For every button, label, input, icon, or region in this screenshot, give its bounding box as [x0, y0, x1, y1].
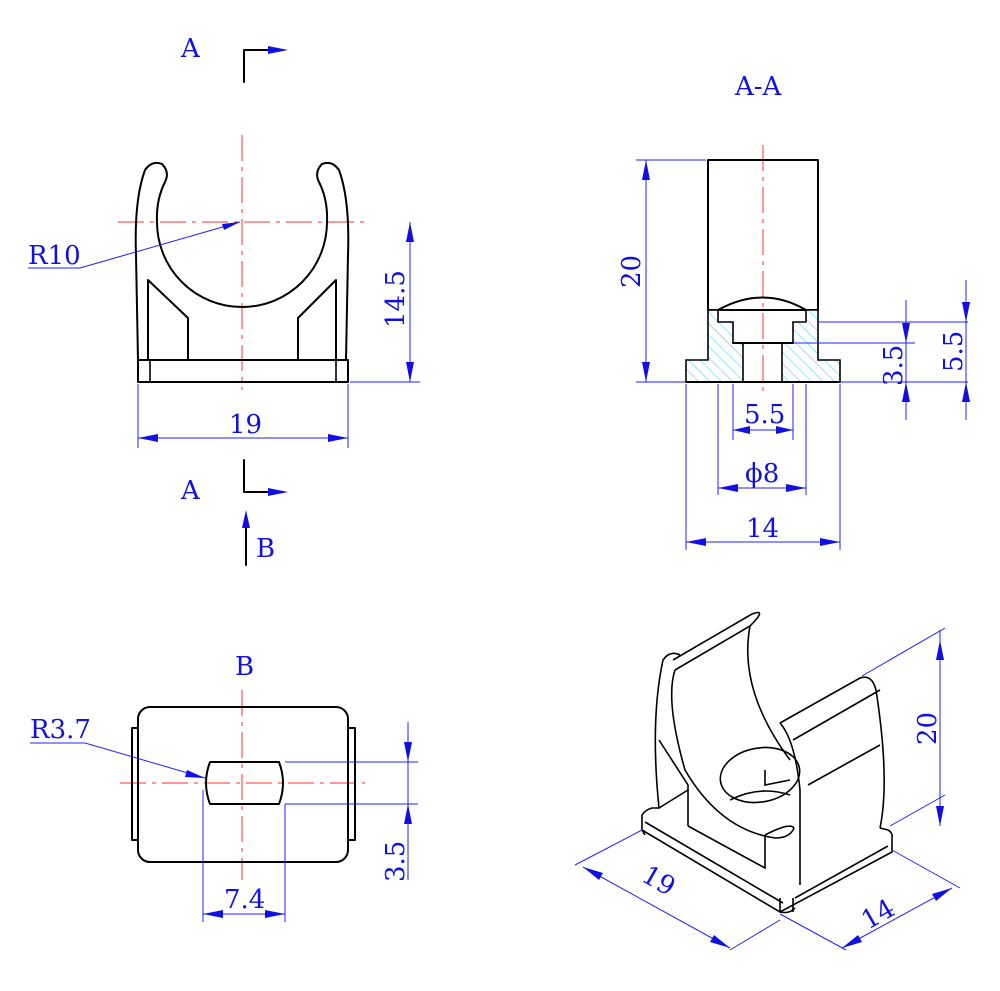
section-title: A-A — [734, 72, 783, 102]
hole-label: 5.5 — [744, 400, 785, 430]
bottom-view-title: B — [235, 652, 254, 682]
width-label: 19 — [229, 410, 262, 440]
front-outline — [134, 161, 350, 383]
section-label-top: A — [180, 34, 201, 64]
section-mark-top — [243, 49, 271, 83]
step-label: 3.5 — [879, 345, 909, 386]
slot — [205, 761, 284, 805]
section-view: A-A 20 3.5 5.5 5.5 — [617, 72, 970, 550]
total-step-label: 5.5 — [939, 331, 969, 372]
slot-length-label: 7.4 — [224, 885, 265, 915]
height-label: 14.5 — [381, 270, 411, 328]
radius-leader — [28, 221, 241, 269]
iso-height-label: 20 — [913, 712, 943, 745]
diameter-label: ϕ8 — [745, 459, 779, 489]
front-view: A A B R10 14.5 19 — [28, 34, 420, 566]
section-height-label: 20 — [617, 255, 647, 288]
section-label-bottom: A — [180, 476, 201, 506]
iso-width-dimension-line — [582, 866, 731, 949]
iso-depth-dimension-line — [841, 887, 953, 949]
radius-label: R10 — [28, 241, 81, 271]
slot-width-label: 3.5 — [381, 841, 411, 882]
base-width-label: 14 — [746, 514, 779, 544]
iso-depth-label: 14 — [857, 894, 901, 937]
view-arrow-label: B — [256, 534, 275, 564]
isometric-view: 19 14 20 — [574, 611, 961, 951]
bottom-view: B R3.7 3.5 7.4 — [30, 652, 418, 922]
section-mark-bottom — [243, 459, 271, 493]
iso-width-label: 19 — [637, 860, 681, 903]
slot-radius-label: R3.7 — [30, 715, 91, 745]
